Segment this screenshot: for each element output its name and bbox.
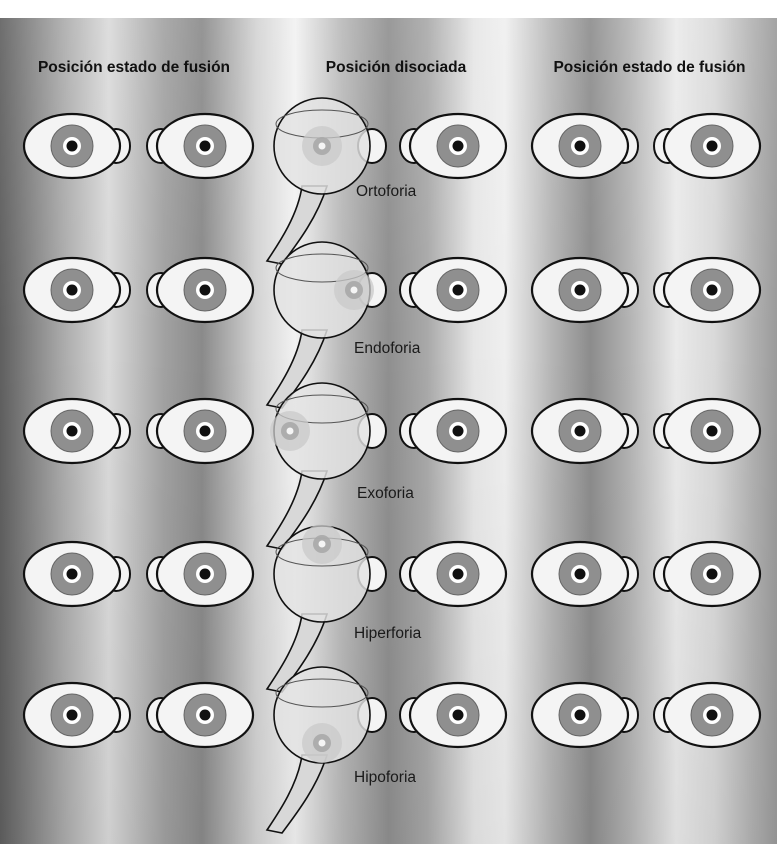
hidden-pupil (318, 142, 326, 150)
eye-left-pair-right (146, 540, 255, 608)
eye-middle-fixating (399, 256, 508, 324)
pupil (452, 140, 464, 152)
occluder-rim (275, 678, 369, 708)
eye-left-pair-left (22, 112, 131, 180)
diagram-row (22, 97, 762, 265)
eye-right-pair-right (653, 681, 762, 749)
eye-left-pair-right (146, 112, 255, 180)
diagram-row (22, 382, 762, 550)
eye-right-pair-right (653, 397, 762, 465)
pupil (66, 568, 78, 580)
pupil (706, 709, 718, 721)
eye-left-pair-right (146, 397, 255, 465)
eye-middle-fixating (399, 397, 508, 465)
pupil (706, 284, 718, 296)
pupil (706, 140, 718, 152)
header-fusion-left: Posición estado de fusión (37, 59, 231, 76)
eye-right-pair-left (530, 681, 639, 749)
label-endoforia: Endoforia (354, 340, 421, 357)
pupil (452, 568, 464, 580)
occluder (265, 382, 371, 550)
eye-right-pair-right (653, 112, 762, 180)
pupil (66, 709, 78, 721)
occluder (265, 666, 371, 834)
eye-left-pair-left (22, 681, 131, 749)
eye-middle-fixating (399, 681, 508, 749)
pupil (199, 425, 211, 437)
eye-left-pair-left (22, 397, 131, 465)
hidden-pupil (318, 739, 326, 747)
hidden-pupil (286, 427, 294, 435)
top-margin (0, 0, 777, 18)
pupil (199, 568, 211, 580)
pupil (574, 425, 586, 437)
eye-right-pair-right (653, 256, 762, 324)
occluder (265, 241, 374, 409)
occluder-rim (275, 394, 369, 424)
occluder (265, 524, 371, 693)
eye-middle-fixating (399, 540, 508, 608)
eye-right-pair-right (653, 540, 762, 608)
pupil (706, 568, 718, 580)
label-hiperforia: Hiperforia (354, 625, 422, 642)
eye-left-pair-right (146, 681, 255, 749)
pupil (199, 140, 211, 152)
eye-right-pair-left (530, 540, 639, 608)
eye-right-pair-left (530, 397, 639, 465)
eye-right-pair-left (530, 112, 639, 180)
diagram-row (22, 241, 762, 409)
pupil (452, 284, 464, 296)
occluder-rim (275, 253, 369, 283)
eye-middle-fixating (399, 112, 508, 180)
pupil (574, 140, 586, 152)
diagram-row (22, 524, 762, 693)
label-ortoforia: Ortoforia (356, 183, 417, 200)
pupil (574, 709, 586, 721)
pupil (66, 284, 78, 296)
hidden-pupil (350, 286, 358, 294)
hidden-pupil (318, 540, 326, 548)
eye-left-pair-left (22, 540, 131, 608)
eye-left-pair-left (22, 256, 131, 324)
occluder (265, 97, 371, 265)
pupil (199, 284, 211, 296)
pupil (66, 425, 78, 437)
eye-right-pair-left (530, 256, 639, 324)
header-dissociated: Posición disociada (325, 59, 467, 76)
pupil (452, 709, 464, 721)
pupil (706, 425, 718, 437)
pupil (66, 140, 78, 152)
pupil (574, 284, 586, 296)
pupil (574, 568, 586, 580)
pupil (199, 709, 211, 721)
diagram-row (22, 666, 762, 834)
eye-left-pair-right (146, 256, 255, 324)
pupil (452, 425, 464, 437)
label-exoforia: Exoforia (357, 485, 414, 502)
label-hipoforia: Hipoforia (354, 769, 417, 786)
header-fusion-right: Posición estado de fusión (553, 59, 746, 76)
occluder-handle (265, 754, 329, 834)
